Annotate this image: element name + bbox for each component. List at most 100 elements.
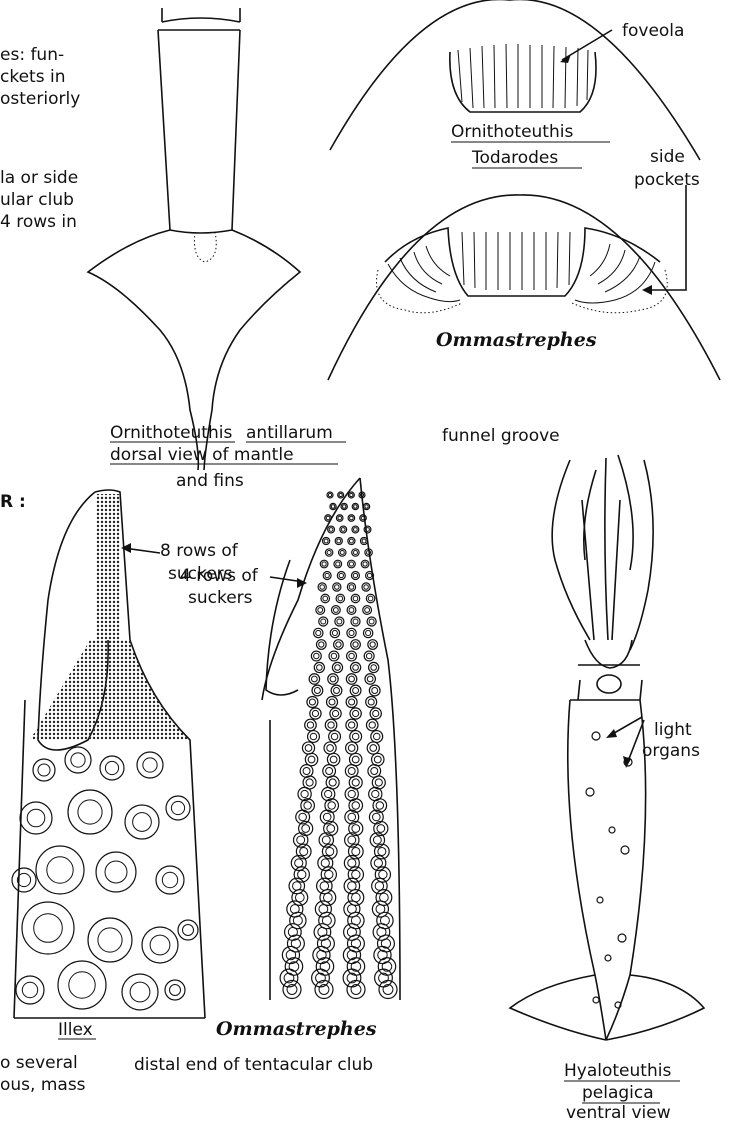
sucker [351, 617, 360, 626]
sucker [65, 747, 91, 773]
sucker-inner [368, 699, 374, 705]
sucker-inner [337, 539, 341, 543]
sucker-inner [27, 809, 45, 827]
sucker-inner [327, 745, 334, 752]
sucker-inner [353, 688, 359, 694]
sucker [22, 902, 74, 954]
sucker-inner [354, 505, 357, 508]
sucker-inner [98, 928, 122, 952]
sucker-inner [364, 585, 369, 590]
sucker-inner [350, 516, 354, 520]
sucker [323, 572, 331, 580]
sucker-inner [352, 870, 360, 878]
sucker-inner [325, 573, 329, 577]
sucker-inner [300, 847, 308, 855]
sucker [314, 924, 331, 941]
sucker [365, 674, 375, 684]
sucker [352, 526, 359, 533]
sucker [347, 583, 355, 591]
sucker-inner [323, 596, 328, 601]
sucker [96, 852, 136, 892]
sucker [346, 742, 358, 754]
sucker [334, 560, 342, 568]
light-organs-label-line1: light [654, 720, 692, 740]
sucker-inner [326, 768, 333, 775]
sucker [371, 731, 383, 743]
sucker-inner [332, 630, 337, 635]
sucker [346, 674, 356, 684]
sucker [330, 708, 341, 719]
sucker [364, 651, 374, 661]
sucker [314, 662, 324, 672]
sucker-inner [325, 790, 332, 797]
sucker-inner [328, 493, 331, 496]
sucker [122, 974, 158, 1010]
sucker-inner [329, 528, 333, 532]
sucker [378, 935, 395, 952]
sucker [300, 765, 313, 778]
sucker [100, 756, 124, 780]
sucker [366, 696, 377, 707]
funnel-groove-caption: funnel groove [442, 426, 560, 446]
sucker-inner [309, 699, 315, 705]
sucker [335, 617, 344, 626]
sucker [329, 651, 339, 661]
sucker-inner [324, 539, 328, 543]
sucker [310, 708, 321, 719]
sucker [333, 583, 341, 591]
sucker [377, 912, 393, 928]
sucker-inner [297, 836, 305, 844]
sucker-inner [365, 505, 368, 508]
left-text-line: ckets in [0, 67, 65, 87]
sucker [369, 662, 379, 672]
sucker-inner [350, 493, 353, 496]
sucker [339, 549, 346, 556]
sucker-inner [349, 630, 354, 635]
sucker [316, 640, 326, 650]
sucker-inner [348, 722, 354, 728]
left-text-line: ous, mass [0, 1075, 86, 1095]
sucker [165, 980, 185, 1000]
foveola-label: foveola [622, 21, 684, 41]
sucker-inner [183, 925, 194, 936]
sucker-inner [340, 550, 344, 554]
sucker [316, 606, 325, 615]
sucker-inner [375, 882, 384, 891]
sucker-inner [307, 722, 313, 728]
sucker-inner [379, 870, 387, 878]
sucker [373, 924, 390, 941]
sucker [364, 526, 371, 533]
ornithoteuthis-mantle-drawing [88, 8, 300, 470]
sucker [347, 606, 356, 615]
sucker-inner [301, 790, 308, 797]
sucker-inner [105, 861, 127, 883]
sucker-inner [352, 825, 360, 833]
sucker [282, 946, 299, 963]
sucker [305, 753, 317, 765]
sucker-inner [334, 688, 340, 694]
sucker [331, 685, 342, 696]
sucker [287, 935, 304, 952]
sucker [312, 969, 330, 987]
sucker-inner [329, 699, 335, 705]
sucker-inner [330, 676, 336, 682]
sucker [378, 958, 395, 975]
sucker-inner [308, 756, 315, 763]
sucker [350, 731, 362, 743]
sucker-inner [318, 608, 323, 613]
sucker [372, 901, 388, 917]
sucker-inner [331, 653, 336, 658]
sucker-inner [320, 585, 325, 590]
sucker-inner [331, 505, 334, 508]
sucker-inner [378, 847, 386, 855]
mantle-species-name: antillarum [246, 423, 333, 443]
mantle-species-genus: Ornithoteuthis [110, 423, 232, 443]
sucker-inner [374, 756, 381, 763]
sucker-inner [337, 619, 342, 624]
sucker-inner [353, 550, 357, 554]
sucker [316, 958, 333, 975]
sucker [344, 924, 361, 941]
sucker-inner [348, 859, 356, 867]
sucker-inner [299, 813, 307, 821]
sucker [137, 752, 163, 778]
